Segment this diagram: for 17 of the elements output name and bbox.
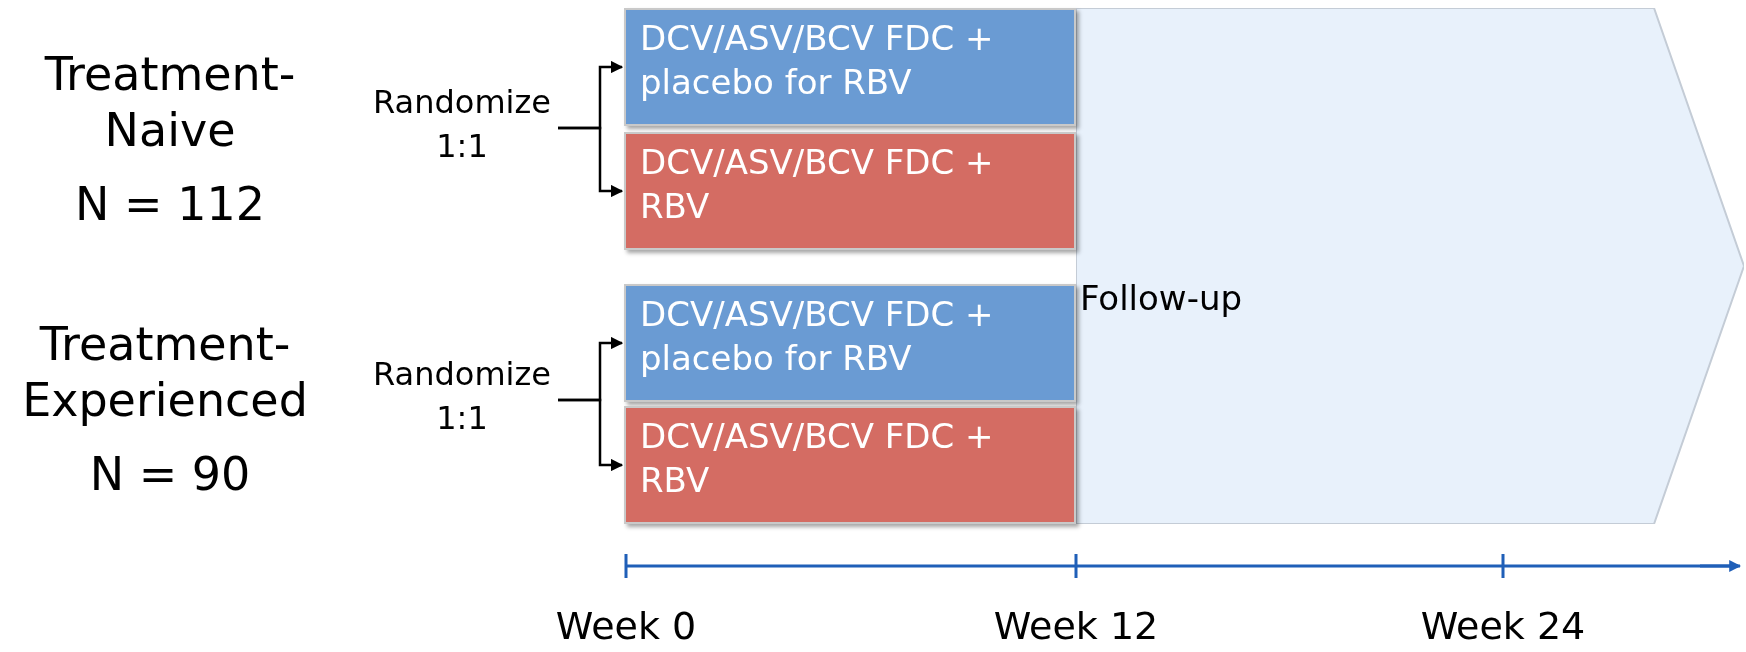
treatment-arm-box: DCV/ASV/BCV FDC + placebo for RBV <box>624 8 1076 126</box>
week-label: Week 12 <box>992 604 1160 648</box>
group-label: Treatment-Naive <box>43 46 297 158</box>
week-label: Week 0 <box>554 604 698 648</box>
randomize-text: Randomize 1:1 <box>366 80 558 176</box>
week-label: Week 24 <box>1419 604 1587 648</box>
bracket-arrow <box>558 126 624 198</box>
group-label: Treatment-Experienced <box>21 316 309 428</box>
sample-size: N = 112 <box>74 176 266 232</box>
follow-up-chevron <box>1076 8 1744 524</box>
treatment-arm-box: DCV/ASV/BCV FDC + placebo for RBV <box>624 284 1076 402</box>
treatment-arm-box: DCV/ASV/BCV FDC + RBV <box>624 132 1076 250</box>
treatment-arm-box: DCV/ASV/BCV FDC + RBV <box>624 406 1076 524</box>
sample-size: N = 90 <box>88 446 252 502</box>
randomize-text: Randomize 1:1 <box>366 352 558 448</box>
phase-label: Follow-up <box>1080 278 1243 318</box>
bracket-arrow <box>558 398 624 472</box>
